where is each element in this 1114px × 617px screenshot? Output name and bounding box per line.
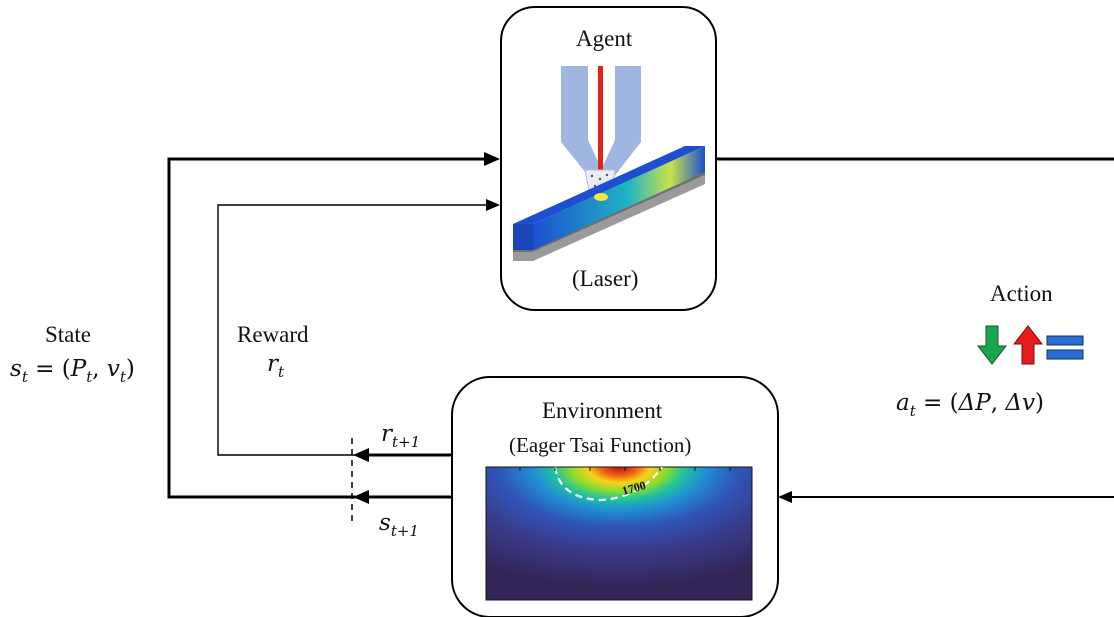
state-p: P: [70, 356, 87, 382]
reward-symbol: rt: [267, 351, 284, 381]
environment-subtitle: (Eager Tsai Function): [509, 433, 692, 457]
next-state-s: s: [379, 510, 391, 536]
arrow-down-icon: [976, 325, 1008, 365]
next-reward-arrowhead: [353, 448, 369, 462]
temperature-field-plot: [485, 466, 753, 601]
reward-r: r: [267, 351, 278, 377]
action-dp: ΔP: [958, 390, 991, 416]
next-state-label: st+1: [379, 510, 419, 540]
reward-label: Reward: [237, 322, 309, 347]
reward-sub: t: [278, 363, 285, 381]
arrow-up-icon: [1012, 325, 1044, 365]
state-symbol: s: [10, 356, 22, 382]
action-a: a: [896, 390, 910, 416]
substrate-track: [513, 146, 705, 261]
state-p-sub: t: [86, 368, 93, 386]
reward-arrowhead: [486, 199, 500, 211]
state-eq: = (: [27, 356, 71, 382]
action-eq: = (: [915, 390, 959, 416]
laser-beam: [598, 66, 603, 186]
state-close: ): [125, 356, 135, 382]
state-arrowhead: [484, 152, 500, 166]
agent-title: Agent: [576, 26, 633, 51]
next-state-sub: t+1: [390, 522, 419, 540]
state-sub: t: [21, 368, 28, 386]
next-reward-r: r: [381, 421, 392, 447]
state-v-sub: t: [119, 368, 126, 386]
action-sub: t: [909, 402, 916, 420]
action-close: ): [1034, 390, 1044, 416]
action-comma: ,: [990, 390, 1006, 416]
state-label: State: [45, 322, 91, 347]
action-equation: at = (ΔP, Δv): [896, 390, 1044, 420]
state-v: v: [106, 356, 120, 382]
environment-title: Environment: [542, 398, 663, 423]
next-reward-label: rt+1: [381, 421, 420, 451]
agent-subtitle: (Laser): [572, 266, 639, 291]
state-equation: st = (Pt, vt): [10, 356, 135, 386]
equals-icon: [1046, 335, 1084, 360]
action-label: Action: [990, 281, 1053, 306]
reward-feedback-line: [217, 204, 486, 456]
action-dv: Δv: [1005, 390, 1035, 416]
state-feedback-line: [167, 157, 484, 499]
state-comma: ,: [92, 356, 107, 382]
next-state-arrowhead: [353, 490, 369, 504]
next-reward-sub: t+1: [392, 433, 421, 451]
action-arrowhead: [778, 491, 792, 503]
